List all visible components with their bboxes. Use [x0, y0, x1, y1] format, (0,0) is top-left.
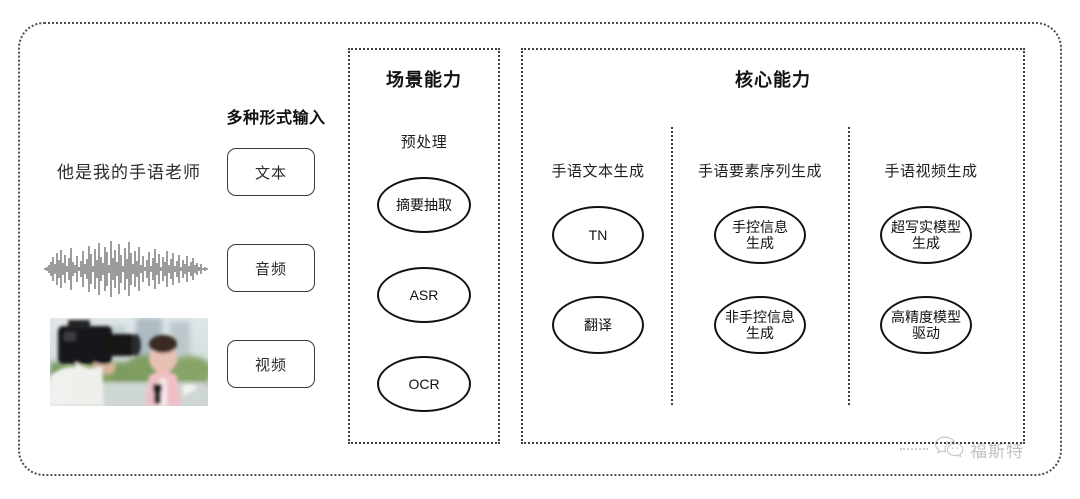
watermark: 福斯特: [900, 432, 1050, 466]
scene-capability-section: [348, 48, 500, 444]
diagram-outer-frame: [18, 22, 1062, 476]
core-column-divider-1: [671, 127, 673, 405]
watermark-dots: [900, 448, 928, 450]
core-column-label-sign-text-generation: 手语文本生成: [551, 163, 645, 180]
audio-waveform-icon: [44, 238, 210, 300]
scene-section-title: 场景能力: [386, 70, 462, 90]
core-node-manual-info-generation[interactable]: 手控信息 生成: [714, 206, 806, 264]
core-column-label-sign-element-sequence-generation: 手语要素序列生成: [697, 163, 822, 180]
video-thumbnail-icon: [50, 318, 208, 406]
scene-group-label: 预处理: [400, 134, 448, 151]
input-panel-heading: 多种形式输入: [226, 110, 326, 127]
modality-button-audio[interactable]: 音频: [227, 244, 315, 292]
scene-node-asr[interactable]: ASR: [377, 267, 471, 323]
sample-sentence-text: 他是我的手语老师: [57, 163, 201, 182]
watermark-text: 福斯特: [970, 441, 1024, 461]
core-section-title: 核心能力: [735, 70, 811, 90]
core-column-label-sign-video-generation: 手语视频生成: [884, 163, 978, 180]
core-node-tn[interactable]: TN: [552, 206, 644, 264]
core-node-non-manual-info-generation[interactable]: 非手控信息 生成: [714, 296, 806, 354]
core-node-photorealistic-model-generation[interactable]: 超写实模型 生成: [880, 206, 972, 264]
core-column-divider-2: [848, 127, 850, 405]
scene-node-summary-extraction[interactable]: 摘要抽取: [377, 177, 471, 233]
core-capability-section: [521, 48, 1025, 444]
scene-node-ocr[interactable]: OCR: [377, 356, 471, 412]
wechat-icon: [934, 435, 964, 464]
core-node-high-precision-model-driving[interactable]: 高精度模型 驱动: [880, 296, 972, 354]
modality-button-video[interactable]: 视频: [227, 340, 315, 388]
modality-button-text[interactable]: 文本: [227, 148, 315, 196]
core-node-translation[interactable]: 翻译: [552, 296, 644, 354]
